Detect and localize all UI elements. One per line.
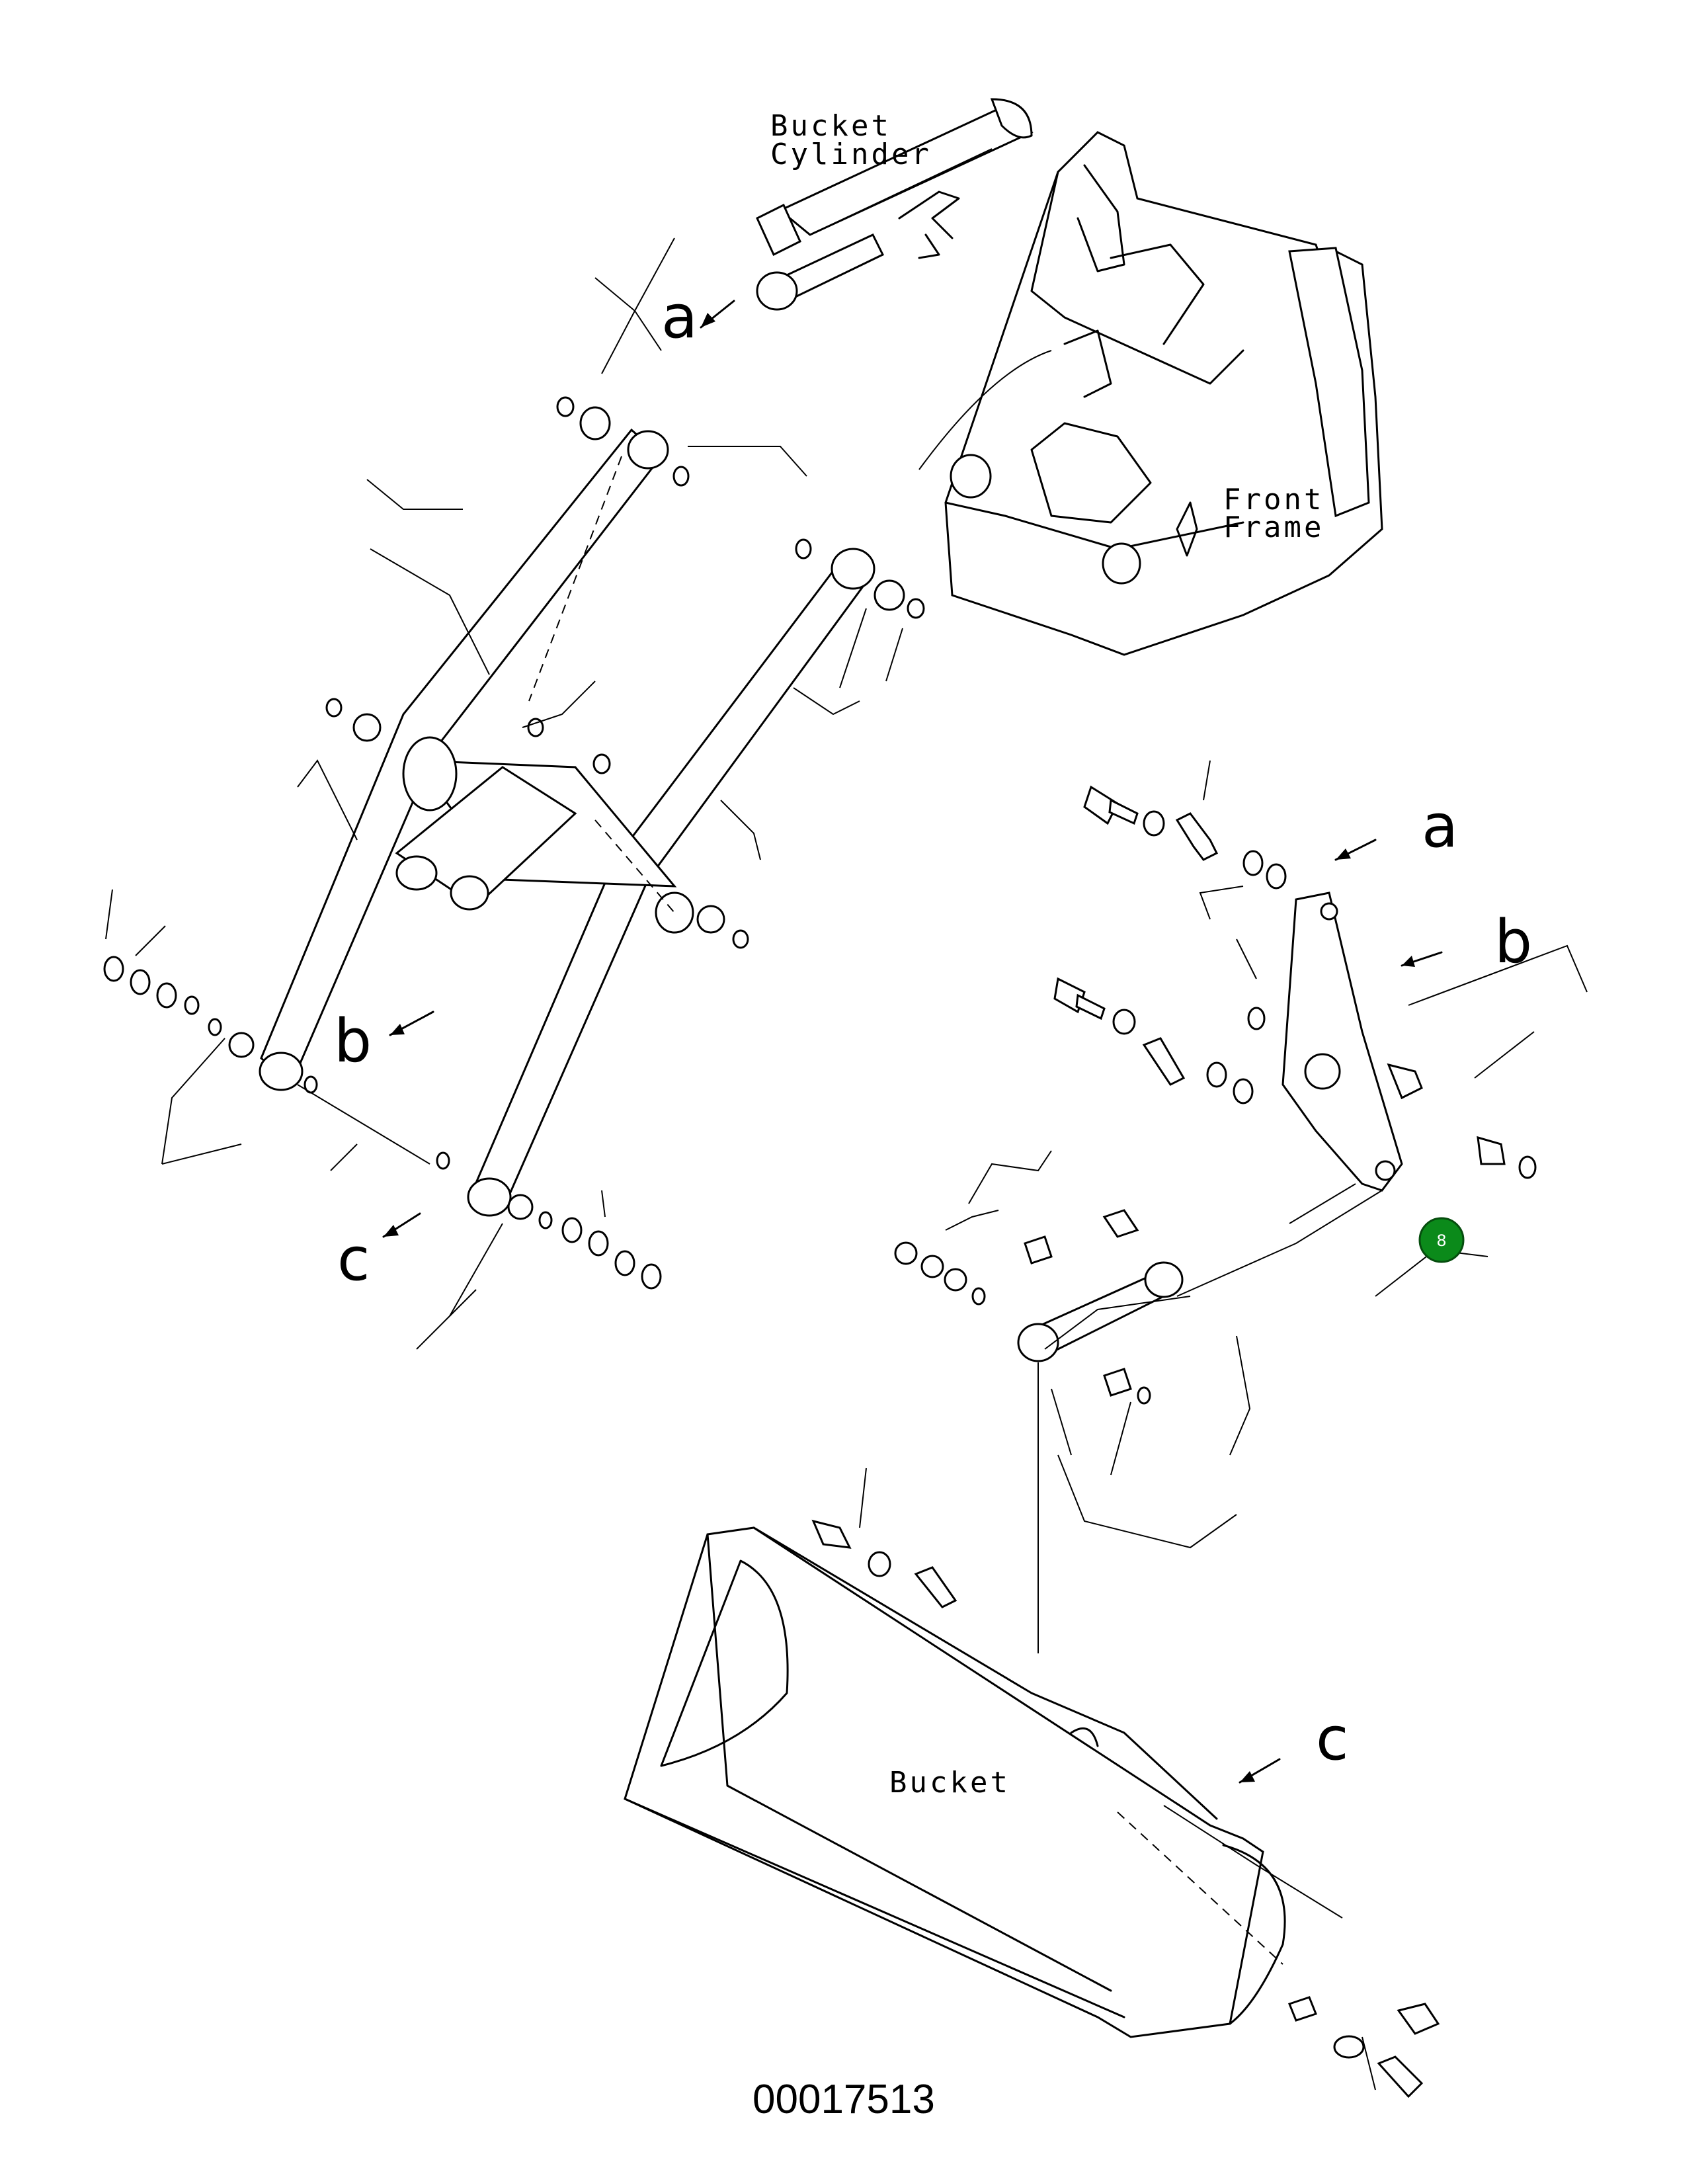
callout-c-bottom: c xyxy=(1316,1704,1348,1774)
bucket-cylinder-label-line2: Cylinder xyxy=(770,138,932,171)
bucket-cylinder xyxy=(756,98,1034,311)
bucket-cylinder-label-line1: Bucket xyxy=(770,109,891,143)
leader-lines xyxy=(105,237,1588,2091)
callout-a-top: a xyxy=(661,282,698,352)
callout-a-right: a xyxy=(1422,792,1458,861)
callout-b-left: b xyxy=(334,1007,372,1076)
front-frame-label-line1: Front xyxy=(1223,483,1324,517)
part-number-badge-label: 8 xyxy=(1436,1231,1446,1250)
callout-b-right: b xyxy=(1494,907,1532,977)
bellcrank xyxy=(1281,892,1403,1192)
connection-arrows xyxy=(382,300,1443,1784)
part-number-badge[interactable]: 8 xyxy=(1418,1217,1465,1263)
bucket-link xyxy=(1017,1261,1184,1362)
lift-arm xyxy=(259,428,875,1217)
bucket xyxy=(624,1526,1286,2038)
callout-c-left: c xyxy=(337,1225,370,1294)
hardware-parts xyxy=(103,396,1537,2098)
bucket-label: Bucket xyxy=(889,1766,1010,1800)
front-frame-label-line2: Frame xyxy=(1223,511,1324,544)
figure-number: 00017513 xyxy=(752,2077,935,2122)
front-frame xyxy=(918,131,1383,656)
